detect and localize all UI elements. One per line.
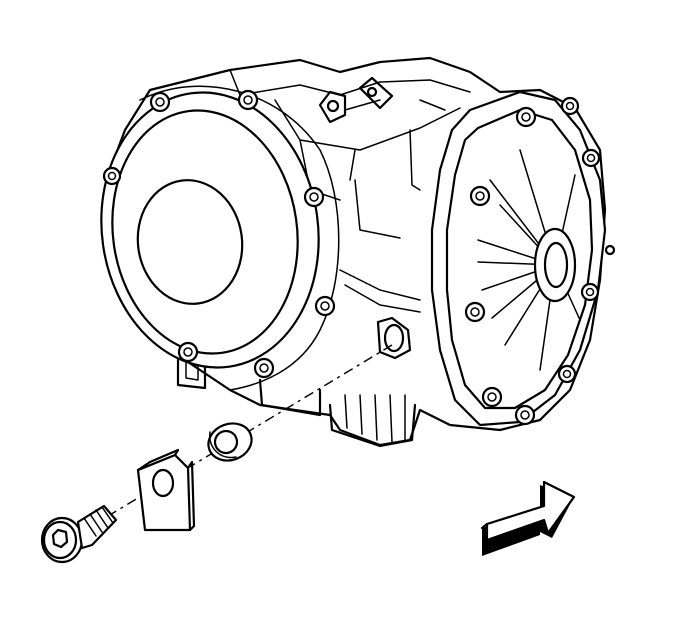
flange-bolt-icon: [464, 96, 616, 426]
side-cover: [100, 85, 340, 391]
cover-bolt-icon: [102, 89, 336, 379]
bracket-icon: [136, 448, 196, 532]
axle-flange: [430, 90, 616, 427]
bolt-icon: [40, 504, 118, 564]
direction-arrow-icon: [480, 480, 576, 556]
washer-icon: [207, 422, 253, 462]
